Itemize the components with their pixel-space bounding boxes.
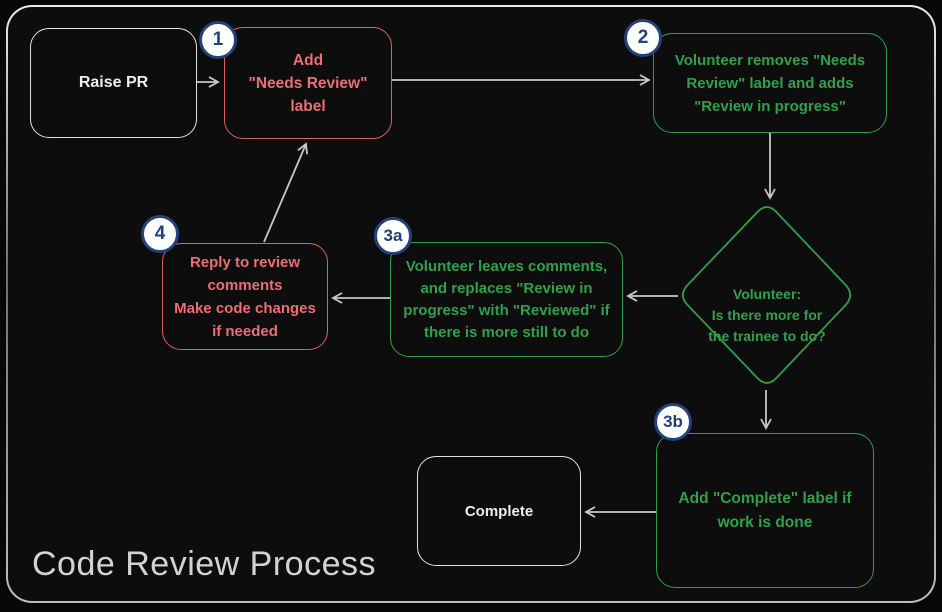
step-badge-1: 1 [199,21,237,59]
node-step2-label: Volunteer removes "Needs Review" label a… [674,51,866,115]
node-decision-more-to-do: Volunteer: Is there more for the trainee… [681,263,853,347]
step-badge-3b: 3b [654,403,692,441]
diagram-title: Code Review Process [32,545,376,583]
step-badge-4: 4 [141,215,179,253]
step-badge-3a: 3a [374,217,412,255]
step-badge-2: 2 [624,19,662,57]
arrow-step4-to-step1 [263,142,308,243]
node-step3a-label: Volunteer leaves comments, and replaces … [403,257,610,341]
node-raise-pr-label: Raise PR [78,74,149,91]
node-add-needs-review-label: Add "Needs Review" label [224,27,392,139]
decision-diamond-shape [681,206,852,384]
node-reply-to-review-comments: Reply to review comments Make code chang… [162,243,328,350]
node-step1-label: Add "Needs Review" label [248,51,368,115]
node-add-complete-label: Add "Complete" label if work is done [656,433,874,588]
step-badge-4-number: 4 [154,223,166,244]
node-volunteer-removes-label: Volunteer removes "Needs Review" label a… [653,33,887,133]
node-complete: Complete [417,456,581,566]
node-volunteer-leaves-comments: Volunteer leaves comments, and replaces … [390,242,623,357]
node-decision-label: Volunteer: Is there more for the trainee… [708,286,826,344]
node-raise-pr: Raise PR [30,28,197,138]
step-badge-3a-number: 3a [383,226,403,245]
step-badge-3b-number: 3b [663,412,683,431]
node-step4-label: Reply to review comments Make code chang… [174,253,316,340]
step-badge-2-number: 2 [637,27,649,48]
step-badge-1-number: 1 [212,29,224,50]
node-complete-label: Complete [464,502,534,520]
node-step3b-label: Add "Complete" label if work is done [678,489,852,531]
